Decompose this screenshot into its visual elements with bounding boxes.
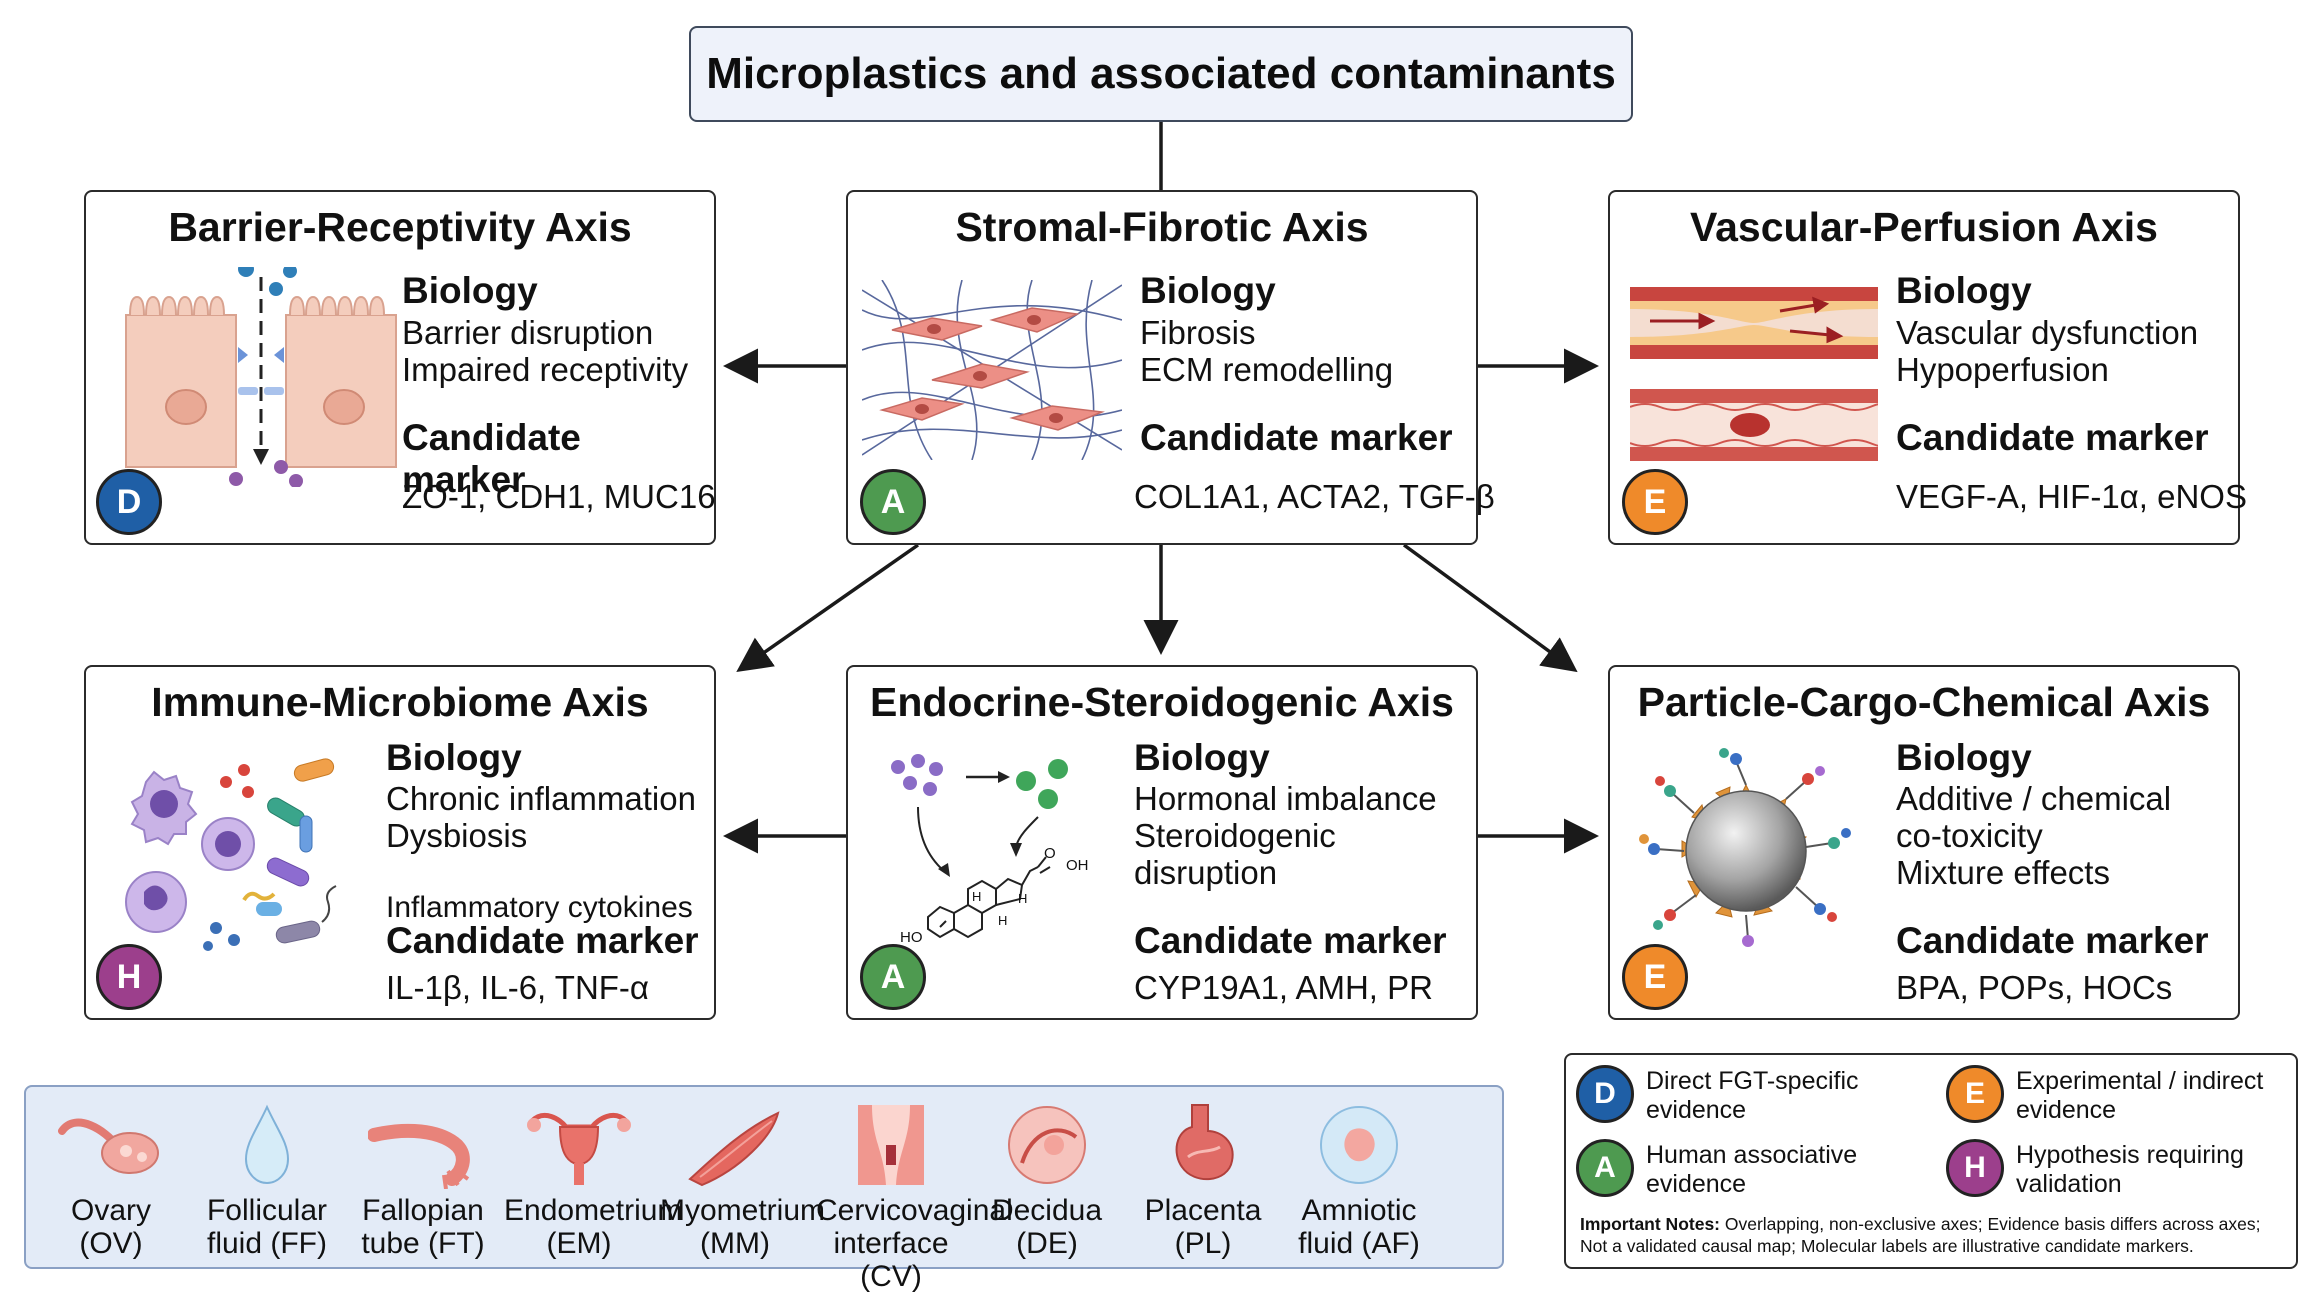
organ-myometrium: Myometrium(MM) bbox=[660, 1087, 825, 1260]
candidate-marker-text: IL-1β, IL-6, TNF-α bbox=[386, 969, 650, 1006]
fibroblast-mesh-icon bbox=[862, 280, 1122, 460]
droplet-icon bbox=[244, 1104, 290, 1185]
important-notes-label: Important Notes: bbox=[1580, 1214, 1720, 1234]
legend-badge-a: A bbox=[1576, 1139, 1634, 1197]
molecule-label-o: O bbox=[1044, 845, 1056, 862]
candidate-marker-heading: Candidate marker bbox=[1140, 417, 1453, 458]
biology-text: Barrier disruption Impaired receptivity bbox=[402, 314, 689, 388]
blood-vessel-icon bbox=[1630, 287, 1878, 461]
legend-badge-h: H bbox=[1946, 1139, 2004, 1197]
biology-text: Additive / chemical co-toxicity Mixture … bbox=[1896, 780, 2172, 891]
biology-text: Chronic inflammation Dysbiosis bbox=[386, 780, 696, 854]
evidence-badge: A bbox=[860, 469, 926, 535]
important-notes-text: Overlapping, non-exclusive axes; Evidenc… bbox=[1580, 1214, 2261, 1256]
biology-heading: Biology bbox=[402, 270, 538, 311]
panel-stromal-fibrotic: Stromal-Fibrotic Axis Biology Fibrosis E… bbox=[846, 190, 1495, 545]
molecule-label-oh: OH bbox=[1066, 857, 1089, 874]
candidate-marker-heading: Candidate marker bbox=[1134, 920, 1447, 961]
evidence-badge: A bbox=[860, 944, 926, 1010]
arrow-to-immune bbox=[736, 543, 920, 673]
evidence-badge: H bbox=[96, 944, 162, 1010]
amniotic-sac-icon bbox=[1320, 1106, 1398, 1184]
epithelial-cells-icon bbox=[125, 267, 397, 487]
candidate-marker-heading: Candidate marker bbox=[402, 417, 581, 500]
fallopian-tube-icon bbox=[367, 1123, 470, 1190]
molecule-label-h1: H bbox=[972, 889, 982, 904]
important-notes: Important Notes: Overlapping, non-exclus… bbox=[1580, 1213, 2286, 1257]
muscle-icon bbox=[688, 1111, 780, 1187]
biology-heading: Biology bbox=[1134, 737, 1270, 778]
arrow-to-particle bbox=[1402, 543, 1578, 673]
biology-text: Vascular dysfunction Hypoperfusion bbox=[1896, 314, 2199, 388]
panel-title: Immune-Microbiome Axis bbox=[151, 679, 649, 725]
candidate-marker-heading: Candidate marker bbox=[386, 920, 699, 961]
legend-badge-d: D bbox=[1576, 1065, 1634, 1123]
organ-decidua: Decidua(DE) bbox=[972, 1087, 1122, 1260]
candidate-marker-heading: Candidate marker bbox=[1896, 417, 2209, 458]
inflammatory-cytokines-label: Inflammatory cytokines bbox=[386, 891, 693, 924]
ovary-icon bbox=[58, 1118, 159, 1174]
cervix-icon bbox=[858, 1105, 924, 1185]
panel-endocrine-steroidogenic: Endocrine-Steroidogenic Axis OH O HO H H… bbox=[846, 665, 1478, 1020]
biology-heading: Biology bbox=[1896, 270, 2032, 311]
microplastic-particle-icon bbox=[1639, 748, 1851, 947]
evidence-badge: E bbox=[1622, 944, 1688, 1010]
panel-particle-cargo-chemical: Particle-Cargo-Chemical Axis bbox=[1608, 665, 2240, 1020]
placenta-icon bbox=[1175, 1104, 1234, 1181]
main-title: Microplastics and associated contaminant… bbox=[706, 49, 1616, 98]
biology-text: Fibrosis ECM remodelling bbox=[1140, 314, 1394, 388]
panel-title: Vascular-Perfusion Axis bbox=[1690, 204, 2158, 250]
evidence-badge: E bbox=[1622, 469, 1688, 535]
main-title-box: Microplastics and associated contaminant… bbox=[689, 26, 1633, 122]
candidate-marker-text: ZO-1, CDH1, MUC16 bbox=[402, 478, 716, 515]
panel-title: Particle-Cargo-Chemical Axis bbox=[1637, 679, 2211, 725]
molecule-label-h2: H bbox=[998, 913, 1008, 928]
steroid-molecule-icon bbox=[891, 754, 1068, 939]
panel-barrier-receptivity: Barrier-Receptivity Axis Biology Barrier… bbox=[84, 190, 716, 545]
legend-badge-e: E bbox=[1946, 1065, 2004, 1123]
candidate-marker-heading: Candidate marker bbox=[1896, 920, 2209, 961]
molecule-label-ho: HO bbox=[900, 929, 923, 946]
panel-title: Endocrine-Steroidogenic Axis bbox=[870, 679, 1454, 725]
panel-title: Stromal-Fibrotic Axis bbox=[955, 204, 1369, 250]
decidua-icon bbox=[1008, 1106, 1086, 1184]
organ-placenta: Placenta(PL) bbox=[1128, 1087, 1278, 1260]
uterus-icon bbox=[527, 1113, 631, 1185]
candidate-marker-text: BPA, POPs, HOCs bbox=[1896, 969, 2173, 1006]
biology-heading: Biology bbox=[1140, 270, 1276, 311]
organ-ovary: Ovary(OV) bbox=[36, 1087, 186, 1260]
organ-endometrium: Endometrium(EM) bbox=[504, 1087, 682, 1260]
panel-vascular-perfusion: Vascular-Perfusion Axis Biology Vascular… bbox=[1608, 190, 2247, 545]
immune-cells-bacteria-icon bbox=[125, 758, 337, 951]
candidate-marker-text: COL1A1, ACTA2, TGF-β bbox=[1134, 478, 1495, 515]
evidence-badge: D bbox=[96, 469, 162, 535]
panel-title: Barrier-Receptivity Axis bbox=[168, 204, 632, 250]
biology-heading: Biology bbox=[1896, 737, 2032, 778]
candidate-marker-text: CYP19A1, AMH, PR bbox=[1134, 969, 1433, 1006]
candidate-marker-text: VEGF-A, HIF-1α, eNOS bbox=[1896, 478, 2247, 515]
biology-text: Hormonal imbalance Steroidogenic disrupt… bbox=[1134, 780, 1437, 891]
panel-immune-microbiome: Immune-Microbiome Axis Biology Chronic i… bbox=[84, 665, 716, 1020]
molecule-label-h3: H bbox=[1018, 891, 1028, 906]
biology-heading: Biology bbox=[386, 737, 522, 778]
